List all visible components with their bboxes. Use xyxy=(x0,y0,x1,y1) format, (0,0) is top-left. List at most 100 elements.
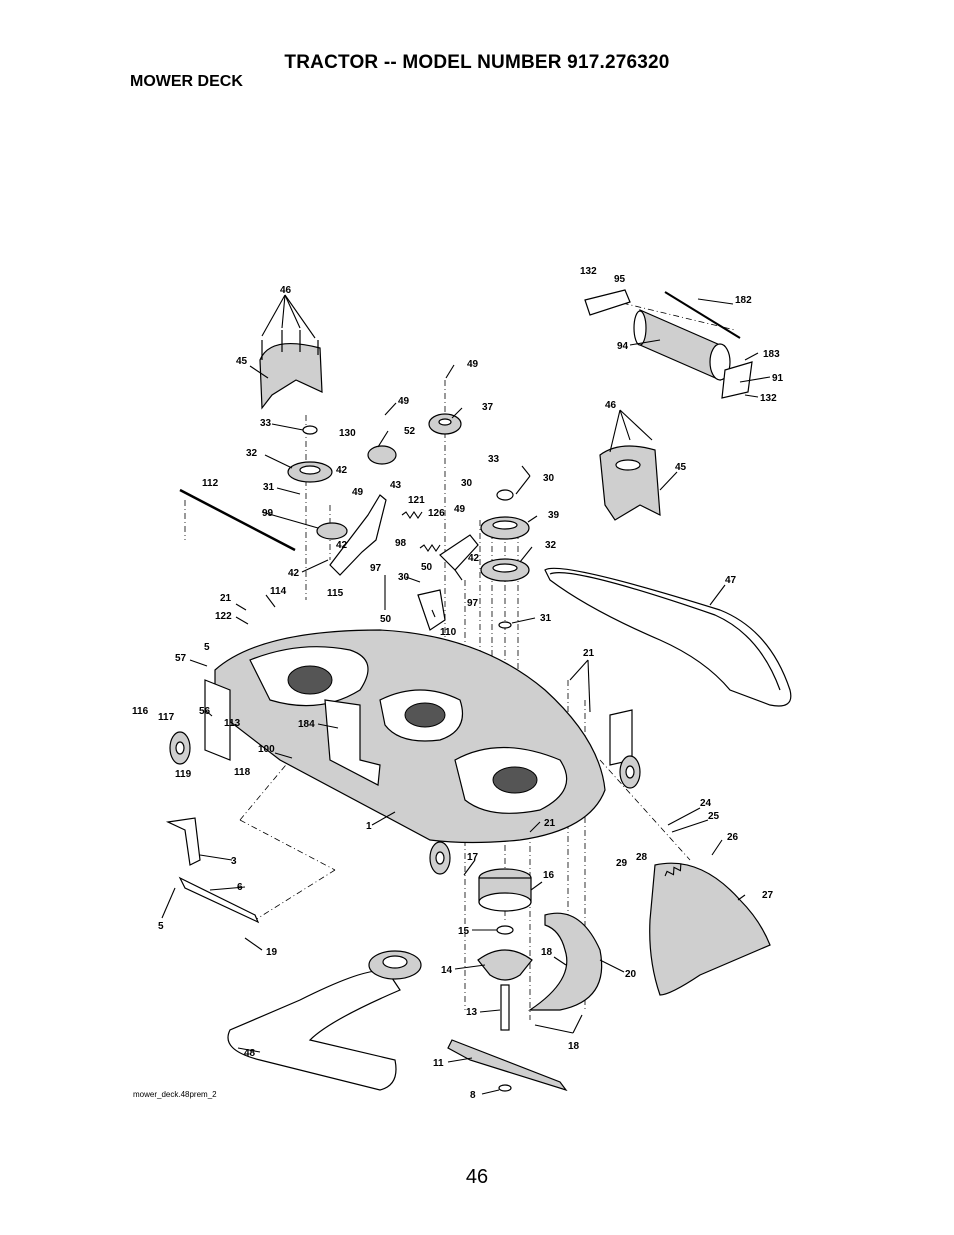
callout-3: 3 xyxy=(231,856,237,867)
callout-42c: 42 xyxy=(468,553,480,564)
callout-52: 52 xyxy=(404,426,416,437)
callout-114: 114 xyxy=(270,586,287,597)
callout-42a: 42 xyxy=(336,465,348,476)
callout-94: 94 xyxy=(617,341,629,352)
callout-97b: 97 xyxy=(467,598,479,609)
belt-47 xyxy=(544,567,792,707)
callout-119: 119 xyxy=(175,769,192,780)
callout-95: 95 xyxy=(614,274,626,285)
callout-32b: 32 xyxy=(545,540,557,551)
callout-21b: 21 xyxy=(583,648,595,659)
belt-cover-right xyxy=(599,445,661,521)
discharge-chute xyxy=(649,862,771,996)
callout-30a: 30 xyxy=(398,572,410,583)
callout-49d: 49 xyxy=(454,504,466,515)
pulleys xyxy=(287,413,530,629)
callout-97a: 97 xyxy=(370,563,382,574)
callout-91: 91 xyxy=(772,373,784,384)
diagram-file-name: mower_deck.48prem_2 xyxy=(133,1090,217,1099)
callout-19: 19 xyxy=(266,947,278,958)
callout-130: 130 xyxy=(339,428,356,439)
callout-33a: 33 xyxy=(260,418,272,429)
deck-housing xyxy=(204,629,633,844)
callout-11: 11 xyxy=(433,1058,444,1069)
callout-115: 115 xyxy=(327,588,344,599)
callout-50a: 50 xyxy=(380,614,392,625)
callout-43: 43 xyxy=(390,480,402,491)
callout-37: 37 xyxy=(482,402,494,413)
callout-132b: 132 xyxy=(760,393,777,404)
roller-94 xyxy=(584,289,753,399)
callout-47: 47 xyxy=(725,575,737,586)
callout-26: 26 xyxy=(727,832,739,843)
callout-49a: 49 xyxy=(467,359,479,370)
callout-31b: 31 xyxy=(540,613,552,624)
callout-27: 27 xyxy=(762,890,774,901)
callout-49b: 49 xyxy=(398,396,410,407)
callout-25: 25 xyxy=(708,811,720,822)
callout-21c: 21 xyxy=(544,818,556,829)
callout-42-left: 42 xyxy=(288,568,300,579)
front-bracket xyxy=(165,817,260,924)
callout-110: 110 xyxy=(440,627,457,638)
callout-132a: 132 xyxy=(580,266,597,277)
callout-39: 39 xyxy=(548,510,560,521)
callout-45b: 45 xyxy=(675,462,687,473)
page-number: 46 xyxy=(465,1166,489,1188)
callout-113: 113 xyxy=(224,718,241,729)
part-callouts: 46 45 49 49 37 52 33 130 32 42 31 49 43 … xyxy=(132,266,784,1101)
belt-48 xyxy=(227,950,422,1091)
idler-brackets xyxy=(329,494,479,631)
callout-116: 116 xyxy=(132,706,149,717)
callout-33b: 33 xyxy=(488,454,500,465)
callout-49c: 49 xyxy=(352,487,364,498)
gauge-wheels xyxy=(169,731,641,875)
callout-20: 20 xyxy=(625,969,637,980)
belt-cover-left xyxy=(259,330,323,410)
callout-29: 29 xyxy=(616,858,628,869)
callout-46b: 46 xyxy=(605,400,617,411)
callout-1: 1 xyxy=(366,821,372,832)
callout-48: 48 xyxy=(244,1048,256,1059)
callout-46a: 46 xyxy=(280,285,292,296)
callout-100: 100 xyxy=(258,744,275,755)
callout-117: 117 xyxy=(158,712,175,723)
callout-182: 182 xyxy=(735,295,752,306)
callout-30c: 30 xyxy=(543,473,555,484)
leader-lines xyxy=(161,294,771,1095)
callout-21a: 21 xyxy=(220,593,232,604)
page-title: TRACTOR -- MODEL NUMBER 917.276320 xyxy=(284,52,670,73)
callout-32a: 32 xyxy=(246,448,258,459)
callout-99: 99 xyxy=(262,508,274,519)
callout-5b: 5 xyxy=(158,921,164,932)
callout-183: 183 xyxy=(763,349,780,360)
callout-50b: 50 xyxy=(421,562,433,573)
callout-18b: 18 xyxy=(568,1041,580,1052)
callout-28: 28 xyxy=(636,852,648,863)
section-title: MOWER DECK xyxy=(130,73,243,90)
callout-42b: 42 xyxy=(336,540,348,551)
callout-18a: 18 xyxy=(541,947,553,958)
callout-17: 17 xyxy=(467,852,479,863)
deck-rod xyxy=(179,488,296,552)
callout-24: 24 xyxy=(700,798,712,809)
callout-45a: 45 xyxy=(236,356,248,367)
callout-16: 16 xyxy=(543,870,555,881)
callout-30b: 30 xyxy=(461,478,473,489)
callout-31a: 31 xyxy=(263,482,275,493)
callout-6: 6 xyxy=(237,882,243,893)
baffle-20 xyxy=(528,912,603,1011)
callout-118: 118 xyxy=(234,767,251,778)
callout-57: 57 xyxy=(175,653,187,664)
callout-5a: 5 xyxy=(204,642,210,653)
callout-8: 8 xyxy=(470,1090,476,1101)
callout-14: 14 xyxy=(441,965,453,976)
spindle-assembly xyxy=(447,868,568,1092)
callout-121: 121 xyxy=(408,495,425,506)
callout-112: 112 xyxy=(202,478,219,489)
callout-13: 13 xyxy=(466,1007,478,1018)
callout-56: 56 xyxy=(199,706,211,717)
callout-184: 184 xyxy=(298,719,315,730)
callout-15: 15 xyxy=(458,926,470,937)
